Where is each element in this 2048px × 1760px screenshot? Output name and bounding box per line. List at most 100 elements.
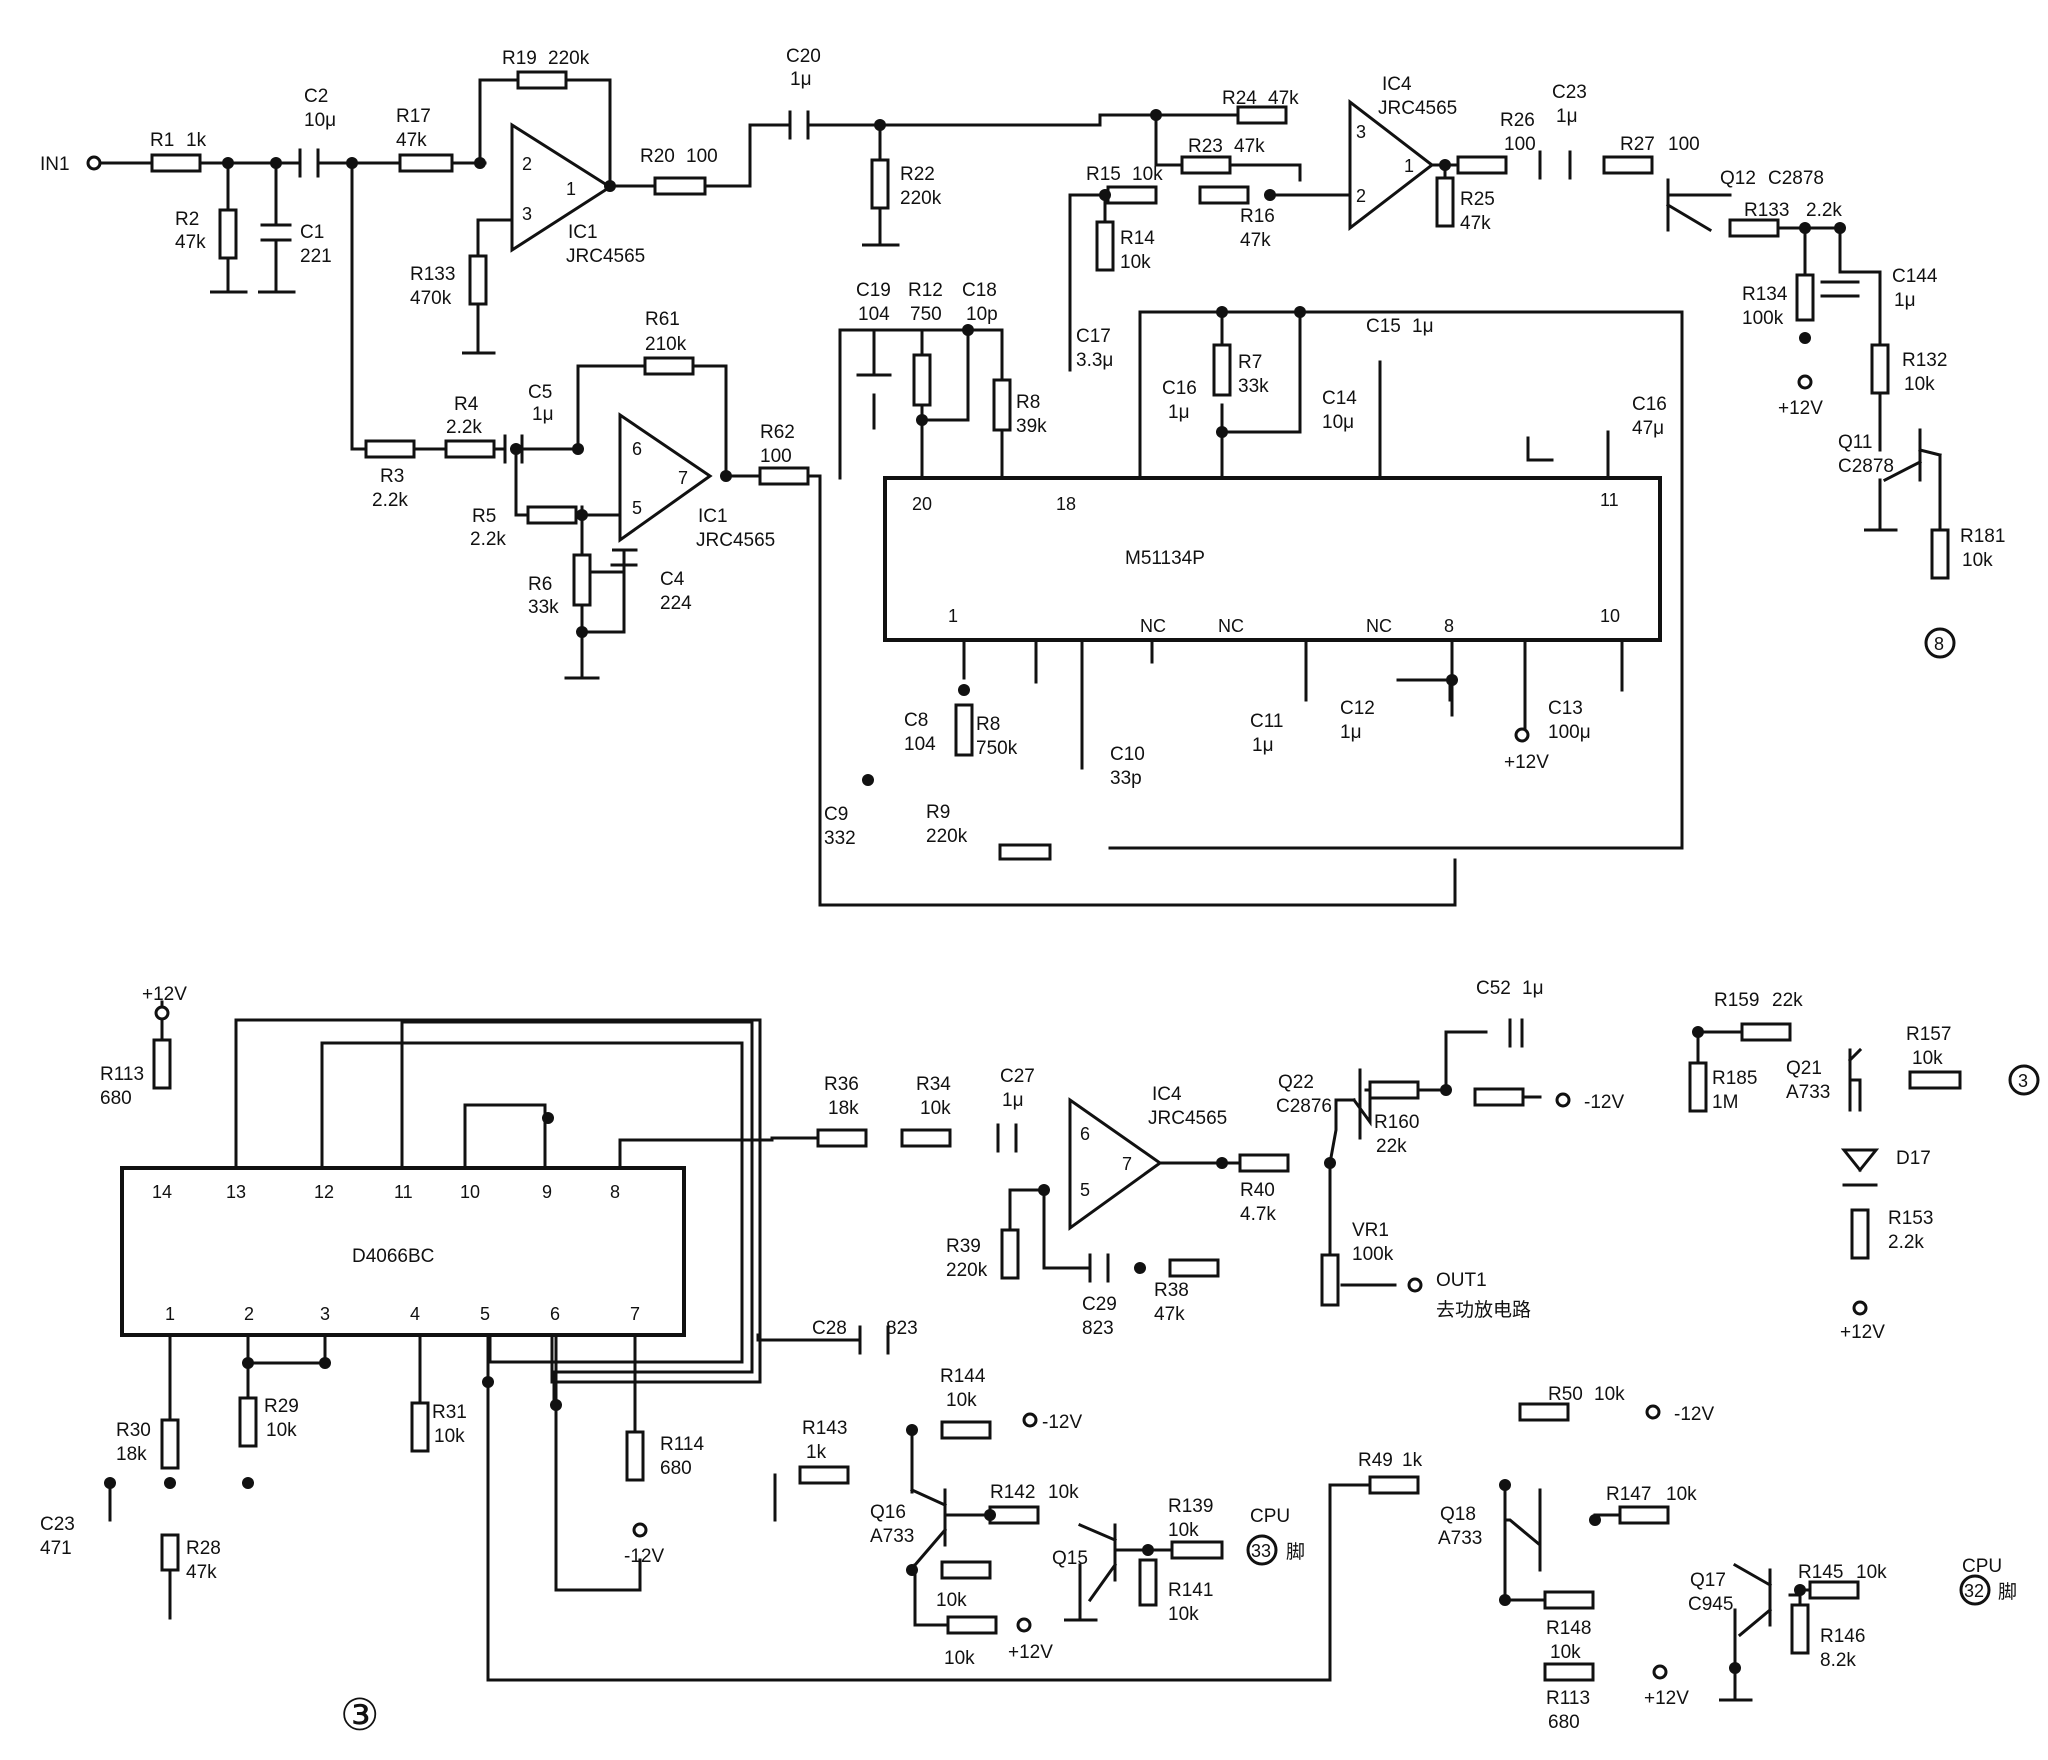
label-C28-val: 823 <box>886 1318 918 1339</box>
label-IC1a-name: IC1 <box>568 222 598 243</box>
label-R39-ref: R39 <box>946 1236 981 1257</box>
label-C17-ref: C17 <box>1076 326 1111 347</box>
label-R8a-ref: R8 <box>1016 392 1040 413</box>
label-IC1a-part: JRC4565 <box>566 246 645 267</box>
resistor-R39 <box>1000 1228 1020 1280</box>
pin-IC1b-5: 5 <box>632 498 642 518</box>
pin-IC1a-2: 2 <box>522 154 532 174</box>
transistor-Q11 <box>1882 428 1942 483</box>
resistor-R153 <box>1850 1208 1870 1260</box>
label-C17-val: 3.3μ <box>1076 350 1113 371</box>
figure-number: ③ <box>340 1691 379 1740</box>
label-C10-val: 33p <box>1110 768 1142 789</box>
resistor-R29 <box>238 1396 258 1448</box>
label-R1-val: 1k <box>186 130 207 151</box>
label-Q11-ref: Q11 <box>1838 432 1873 453</box>
label-R62-val: 100 <box>760 446 792 467</box>
label-IC1b-part: JRC4565 <box>696 530 775 551</box>
label-R29-val: 10k <box>266 1420 297 1441</box>
resistor-R134 <box>1795 273 1815 322</box>
label-R181-val: 10k <box>1962 550 1993 571</box>
pin-D4066-6: 6 <box>550 1304 560 1324</box>
resistor-R24 <box>1236 105 1288 125</box>
label-R114-val: 680 <box>660 1458 692 1479</box>
label-R27-val: 100 <box>1668 134 1700 155</box>
label-R50-val: 10k <box>1594 1384 1625 1405</box>
label-C23a-val: 1μ <box>1556 106 1578 127</box>
pin-IC1a-1: 1 <box>566 179 576 199</box>
label-C23b-ref: C23 <box>40 1514 75 1535</box>
label-R29-ref: R29 <box>264 1396 299 1417</box>
resistor-R28 <box>160 1533 180 1572</box>
label-R142-ref: R142 <box>990 1482 1035 1503</box>
label-R7-val: 33k <box>1238 376 1269 397</box>
resistor-R38 <box>1168 1258 1220 1278</box>
label-R8a-val: 39k <box>1016 416 1047 437</box>
label-R146-ref: R146 <box>1820 1626 1865 1647</box>
label-R38-val: 47k <box>1154 1304 1185 1325</box>
label-R8b-val: 750k <box>976 738 1018 759</box>
pin-IC4a-2: 2 <box>1356 186 1366 206</box>
label-R142-val: 10k <box>1048 1482 1079 1503</box>
label-C12-ref: C12 <box>1340 698 1375 719</box>
label-R15-val: 10k <box>1132 164 1163 185</box>
label-R16-val: 47k <box>1240 230 1271 251</box>
pin-M51134P-10: 10 <box>1600 606 1620 626</box>
label-R157-val: 10k <box>1912 1048 1943 1069</box>
label-R9-val: 220k <box>926 826 968 847</box>
label-R9-ref: R9 <box>926 802 950 823</box>
cpu-pin-33-marker <box>1246 1534 1278 1566</box>
pin-D4066-14: 14 <box>152 1182 172 1202</box>
label-R148-ref: R148 <box>1546 1618 1591 1639</box>
capacitor-C2 <box>298 148 320 178</box>
connector-8-label: 8 <box>1934 634 1944 654</box>
pin-IC1b-7: 7 <box>678 468 688 488</box>
label-C18-ref: C18 <box>962 280 997 301</box>
resistor-R132 <box>1870 343 1890 395</box>
label-rail-pos12-f: +12V <box>1644 1688 1689 1709</box>
capacitor-C27 <box>996 1123 1018 1153</box>
resistor-R113-680-bottom <box>1543 1662 1595 1682</box>
label-R141-ref: R141 <box>1168 1580 1213 1601</box>
resistor-R8-39k <box>992 378 1012 432</box>
label-C11-ref: C11 <box>1250 711 1283 732</box>
pin-M51134P-NC1: NC <box>1140 616 1166 636</box>
resistor-R133-2.2k <box>1728 218 1780 238</box>
label-C9-ref: C9 <box>824 804 848 825</box>
label-R3-val: 2.2k <box>372 490 408 511</box>
ic-D4066BC <box>120 1166 686 1337</box>
label-R113b-val: 680 <box>1548 1712 1580 1733</box>
wires <box>98 78 1942 1702</box>
label-R12-val: 750 <box>910 304 942 325</box>
label-R5-val: 2.2k <box>470 529 506 550</box>
label-R139-ref: R139 <box>1168 1496 1213 1517</box>
label-C13-ref: C13 <box>1548 698 1583 719</box>
label-C16b-ref: C16 <box>1632 394 1667 415</box>
label-rail-neg12-b: -12V <box>1584 1092 1624 1113</box>
resistor-R133-470k <box>468 254 488 306</box>
pin-D4066-12: 12 <box>314 1182 334 1202</box>
resistors <box>150 70 1962 1682</box>
pin-D4066-13: 13 <box>226 1182 246 1202</box>
label-R40-ref: R40 <box>1240 1180 1275 1201</box>
label-R185-ref: R185 <box>1712 1068 1757 1089</box>
label-R61-val: 210k <box>645 334 687 355</box>
resistor-R2 <box>218 208 238 260</box>
resistor-R20 <box>653 176 707 196</box>
label-Q15-ref: Q15 <box>1052 1548 1088 1569</box>
capacitors <box>298 110 1860 1355</box>
connector-3-label: 3 <box>2018 1071 2028 1091</box>
capacitor-C28 <box>858 1325 890 1355</box>
pin-D4066-8: 8 <box>610 1182 620 1202</box>
label-C1-ref: C1 <box>300 222 324 243</box>
label-R15-ref: R15 <box>1086 164 1121 185</box>
label-C4-ref: C4 <box>660 569 685 590</box>
label-R16-ref: R16 <box>1240 206 1275 227</box>
label-C144-val: 1μ <box>1894 290 1916 311</box>
label-R30-val: 18k <box>116 1444 147 1465</box>
label-C11-val: 1μ <box>1252 735 1274 756</box>
resistor-R159 <box>1740 1022 1792 1042</box>
resistor-R31 <box>410 1401 430 1453</box>
label-C19-ref: C19 <box>856 280 891 301</box>
label-R4-ref: R4 <box>454 394 479 415</box>
